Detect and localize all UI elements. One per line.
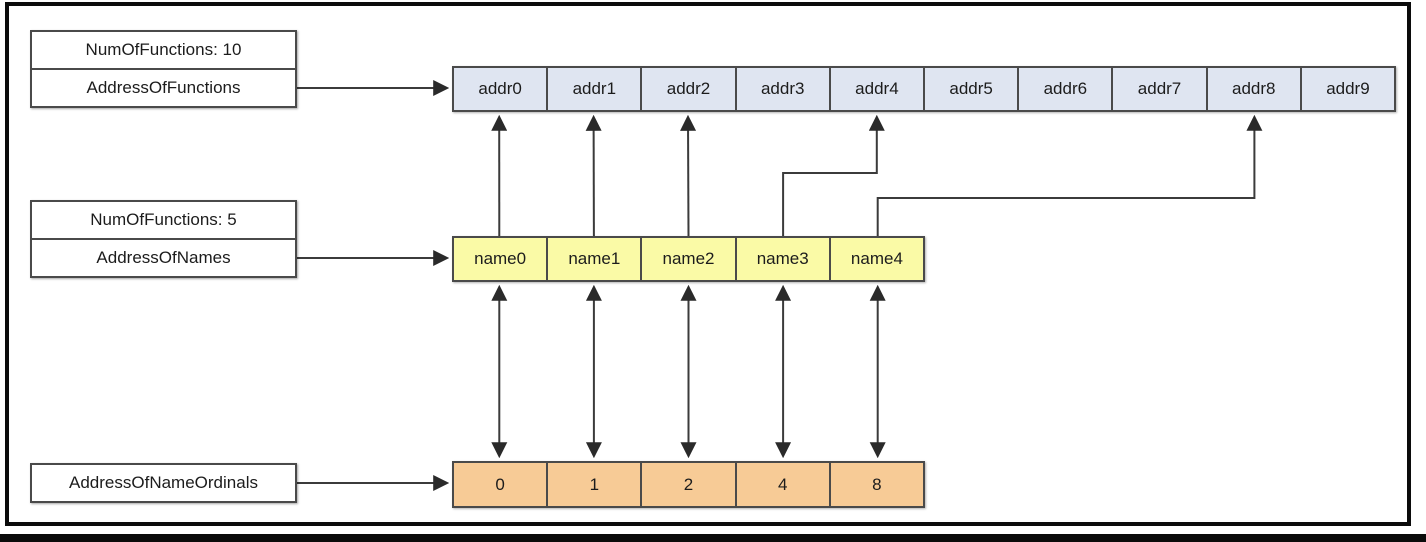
functions-cell-0: addr0 [454, 68, 547, 110]
num-of-names-label: NumOfFunctions: 5 [90, 210, 237, 229]
functions-cell-2: addr2 [640, 68, 735, 110]
ordinals-info-box: AddressOfNameOrdinals [30, 463, 297, 503]
address-of-name-ordinals-label: AddressOfNameOrdinals [69, 473, 258, 492]
functions-cell-8: addr8 [1205, 68, 1300, 110]
names-cell-2: name2 [640, 238, 735, 280]
names-info-box: NumOfFunctions: 5 AddressOfNames [30, 200, 297, 278]
ordinals-cell-3: 4 [734, 463, 829, 506]
functions-cell-5: addr5 [923, 68, 1018, 110]
ordinals-cell-0: 0 [454, 463, 547, 506]
ordinals-cell-4: 8 [828, 463, 924, 506]
address-of-names-label: AddressOfNames [32, 238, 295, 276]
functions-cell-6: addr6 [1017, 68, 1112, 110]
functions-cell-3: addr3 [734, 68, 829, 110]
arrow-name4-to-addr8 [876, 114, 1263, 236]
functions-cell-1: addr1 [546, 68, 641, 110]
arrow-name2-to-addr2 [680, 114, 697, 237]
bottom-black-bar [0, 534, 1426, 542]
functions-cell-9: addr9 [1299, 68, 1395, 110]
names-cell-0: name0 [454, 238, 547, 280]
names-cell-1: name1 [546, 238, 641, 280]
names-cell-4: name4 [828, 238, 924, 280]
address-of-functions-label: AddressOfFunctions [32, 68, 295, 106]
names-cell-3: name3 [734, 238, 829, 280]
functions-info-box: NumOfFunctions: 10 AddressOfFunctions [30, 30, 297, 108]
functions-cell-7: addr7 [1111, 68, 1206, 110]
functions-cell-4: addr4 [828, 68, 924, 110]
ordinals-cell-1: 1 [546, 463, 641, 506]
arrow-name3-to-addr4 [782, 114, 885, 236]
num-of-functions-label: NumOfFunctions: 10 [85, 40, 242, 59]
ordinals-cell-2: 2 [640, 463, 735, 506]
